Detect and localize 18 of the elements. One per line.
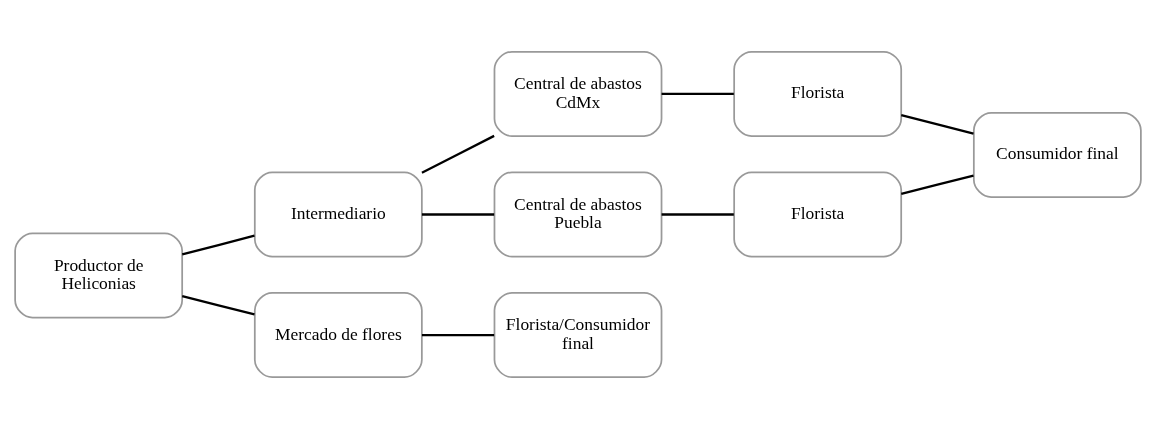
connector <box>181 234 255 256</box>
node-box: Florista <box>733 171 903 258</box>
connector <box>421 134 495 174</box>
connector <box>661 92 734 96</box>
node-box: Central de abastos CdMx <box>493 50 663 137</box>
connector <box>421 333 495 337</box>
connector <box>421 213 495 216</box>
connector <box>901 174 974 195</box>
node-box: Intermediario <box>253 171 423 258</box>
node-box: Consumidor final <box>972 111 1142 198</box>
node-box: Central de abastos Puebla <box>493 171 663 258</box>
node-box: Florista/Consumidor final <box>493 292 663 379</box>
connector <box>181 295 255 316</box>
node-box: Productor de Heliconias <box>14 232 184 319</box>
connector <box>661 213 734 216</box>
node-box: Florista <box>733 50 903 137</box>
connector <box>901 113 974 135</box>
node-box: Mercado de flores <box>253 292 423 379</box>
